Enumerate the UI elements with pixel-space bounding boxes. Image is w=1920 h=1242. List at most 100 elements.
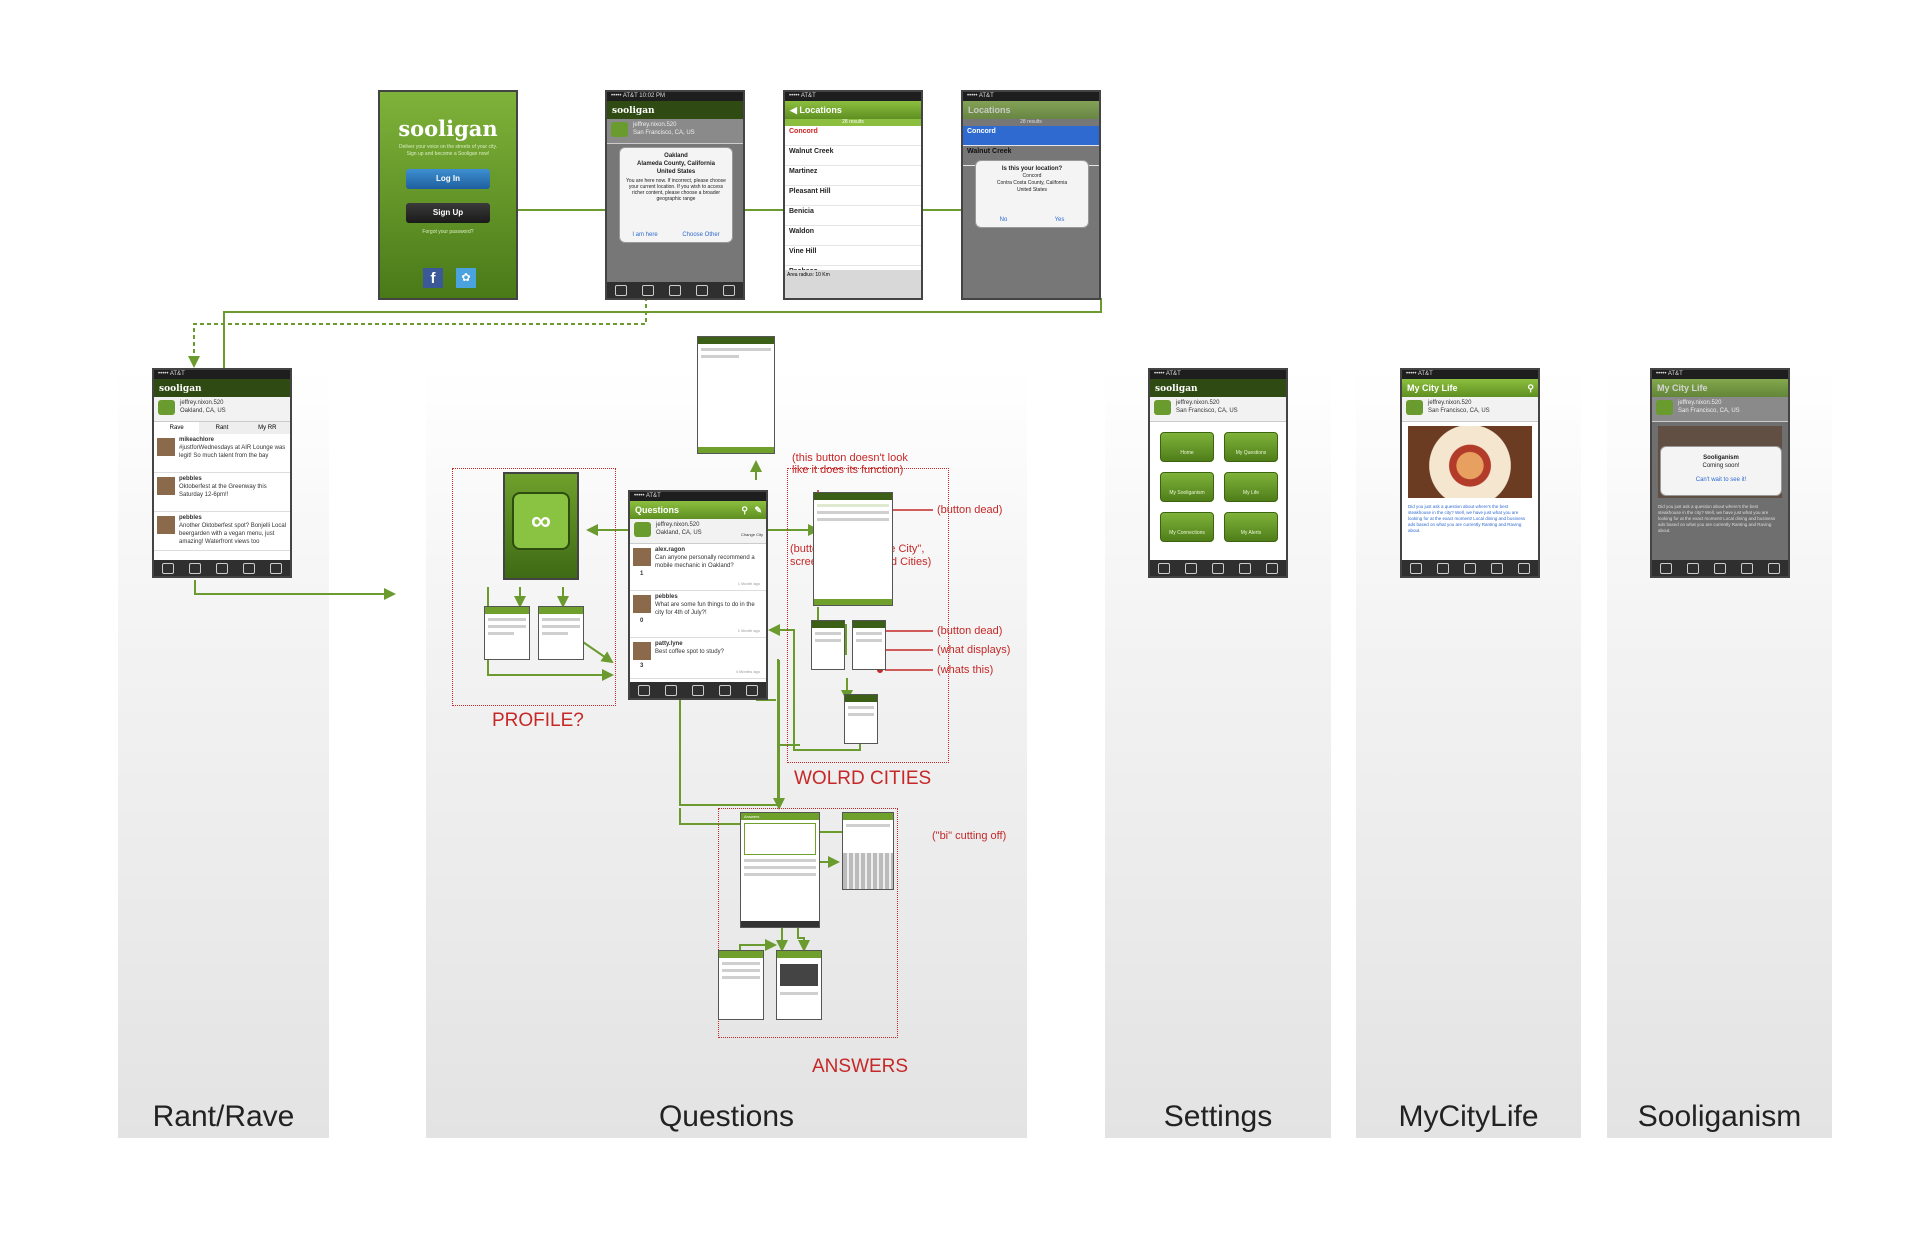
choose-other-button[interactable]: Choose Other bbox=[682, 232, 720, 238]
ask-question-icon[interactable]: ✎ bbox=[754, 505, 762, 515]
tab-rant-rave[interactable] bbox=[637, 684, 650, 696]
settings-screen: ••••• AT&T sooligan jeffrey.nixon.520 Sa… bbox=[1148, 368, 1288, 578]
keyboard[interactable] bbox=[843, 853, 893, 889]
coming-soon-dialog: Sooliganism Coming soon! Can't wait to s… bbox=[1660, 446, 1782, 496]
world-cities-screen bbox=[813, 492, 893, 606]
tab-sooliganism[interactable] bbox=[1741, 562, 1754, 574]
tab-rant-rave[interactable] bbox=[1659, 562, 1672, 574]
forgot-password-link[interactable]: Forgot your password? bbox=[422, 229, 474, 235]
restaurant-ad-image[interactable] bbox=[1408, 426, 1532, 498]
location-item[interactable]: Benicia bbox=[785, 206, 921, 226]
tab-mycitylife[interactable] bbox=[1463, 562, 1476, 574]
no-button[interactable]: No bbox=[999, 217, 1008, 223]
tab-rave[interactable]: Rave bbox=[154, 422, 200, 434]
tab-settings[interactable] bbox=[723, 284, 736, 296]
avatar bbox=[634, 522, 651, 537]
post-user: pebbles bbox=[179, 515, 202, 521]
profile-screen: ∞ bbox=[503, 472, 579, 580]
answer-count: 0 bbox=[640, 618, 644, 624]
profile-sub-screen bbox=[484, 606, 530, 660]
tab-rant-rave[interactable] bbox=[1157, 562, 1170, 574]
search-icon[interactable]: ⚲ bbox=[741, 505, 748, 515]
my-questions-tile[interactable]: My Questions bbox=[1224, 432, 1278, 462]
my-connections-tile[interactable]: My Connections bbox=[1160, 512, 1214, 542]
tab-questions[interactable] bbox=[1184, 562, 1197, 574]
location-item[interactable]: Concord bbox=[963, 126, 1099, 146]
tab-mycitylife[interactable] bbox=[668, 284, 681, 296]
post-user: patty.lyne bbox=[655, 641, 683, 647]
location-item[interactable]: Concord bbox=[785, 126, 921, 146]
my-alerts-tile[interactable]: My Alerts bbox=[1224, 512, 1278, 542]
tab-settings[interactable] bbox=[1266, 562, 1279, 574]
sign-up-button[interactable]: Sign Up bbox=[406, 203, 490, 223]
avatar bbox=[1656, 400, 1673, 415]
tab-sooliganism[interactable] bbox=[1491, 562, 1504, 574]
answers-sub-screen bbox=[776, 950, 822, 1020]
avatar bbox=[611, 122, 628, 137]
tab-sooliganism[interactable] bbox=[719, 684, 732, 696]
tab-questions[interactable] bbox=[1686, 562, 1699, 574]
tab-questions[interactable] bbox=[1436, 562, 1449, 574]
search-icon[interactable]: ⚲ bbox=[1527, 383, 1534, 393]
tab-settings[interactable] bbox=[270, 562, 283, 574]
answer-compose-screen bbox=[842, 812, 894, 890]
tab-mycitylife[interactable] bbox=[1713, 562, 1726, 574]
column-mycitylife: MyCityLife bbox=[1356, 368, 1581, 1138]
avatar bbox=[157, 477, 175, 495]
annotation-bi-cutting-off: ("bi" cutting off) bbox=[932, 830, 1007, 842]
tab-mycitylife[interactable] bbox=[1211, 562, 1224, 574]
tab-bar bbox=[1402, 560, 1538, 576]
list-item[interactable]: mikeachlore#justforWednesdays at AIR Lou… bbox=[154, 434, 290, 473]
tab-questions[interactable] bbox=[664, 684, 677, 696]
location-item[interactable]: Martinez bbox=[785, 166, 921, 186]
tab-settings[interactable] bbox=[1768, 562, 1781, 574]
tab-mycitylife[interactable] bbox=[215, 562, 228, 574]
location-item[interactable]: Pleasant Hill bbox=[785, 186, 921, 206]
sooliganism-title: My City Life bbox=[1657, 383, 1708, 393]
radius-label: Area radius: 10 Km bbox=[787, 272, 830, 278]
tab-mycitylife[interactable] bbox=[691, 684, 704, 696]
twitter-icon[interactable]: ✿ bbox=[456, 268, 476, 288]
i-am-here-button[interactable]: I am here bbox=[632, 232, 658, 238]
cant-wait-button[interactable]: Can't wait to see it! bbox=[1695, 477, 1747, 483]
location-item[interactable]: Waldon bbox=[785, 226, 921, 246]
my-sooliganism-tile[interactable]: My Sooliganism bbox=[1160, 472, 1214, 502]
questions-screen: ••••• AT&T Questions⚲✎ jeffrey.nixon.520… bbox=[628, 490, 768, 700]
change-city-button[interactable]: Change City bbox=[740, 532, 763, 537]
location-item[interactable]: Walnut Creek bbox=[785, 146, 921, 166]
results-count: 28 results bbox=[1020, 119, 1042, 125]
location-item[interactable]: Vine Hill bbox=[785, 246, 921, 266]
status-carrier: ••••• AT&T bbox=[158, 371, 185, 377]
post-user: pebbles bbox=[655, 594, 678, 600]
tab-sooliganism[interactable] bbox=[243, 562, 256, 574]
tab-sooliganism[interactable] bbox=[1239, 562, 1252, 574]
tab-bar bbox=[607, 282, 743, 298]
sooligan-logo: sooligan bbox=[1155, 384, 1198, 394]
status-time: 10:02 PM bbox=[639, 93, 665, 99]
tab-settings[interactable] bbox=[1518, 562, 1531, 574]
coming-soon-title: Sooliganism bbox=[1703, 455, 1739, 461]
home-tile[interactable]: Home bbox=[1160, 432, 1214, 462]
tab-rant-rave[interactable] bbox=[614, 284, 627, 296]
tab-sooliganism[interactable] bbox=[696, 284, 709, 296]
yes-button[interactable]: Yes bbox=[1054, 217, 1065, 223]
tab-rant-rave[interactable] bbox=[1409, 562, 1422, 574]
tab-questions[interactable] bbox=[188, 562, 201, 574]
tab-settings[interactable] bbox=[746, 684, 759, 696]
tab-rant[interactable]: Rant bbox=[215, 425, 229, 431]
my-life-tile[interactable]: My Life bbox=[1224, 472, 1278, 502]
back-arrow-icon[interactable]: ◀ bbox=[790, 105, 800, 115]
facebook-icon[interactable]: f bbox=[423, 268, 443, 288]
tab-questions[interactable] bbox=[641, 284, 654, 296]
user-location: San Francisco, CA, US bbox=[633, 130, 695, 136]
log-in-button[interactable]: Log In bbox=[406, 169, 490, 189]
tab-my-rr[interactable]: My RR bbox=[258, 425, 277, 431]
sooligan-logo: sooligan bbox=[612, 106, 655, 116]
tab-rant-rave[interactable] bbox=[161, 562, 174, 574]
radius-slider[interactable]: Area radius: 10 Km bbox=[785, 270, 921, 298]
